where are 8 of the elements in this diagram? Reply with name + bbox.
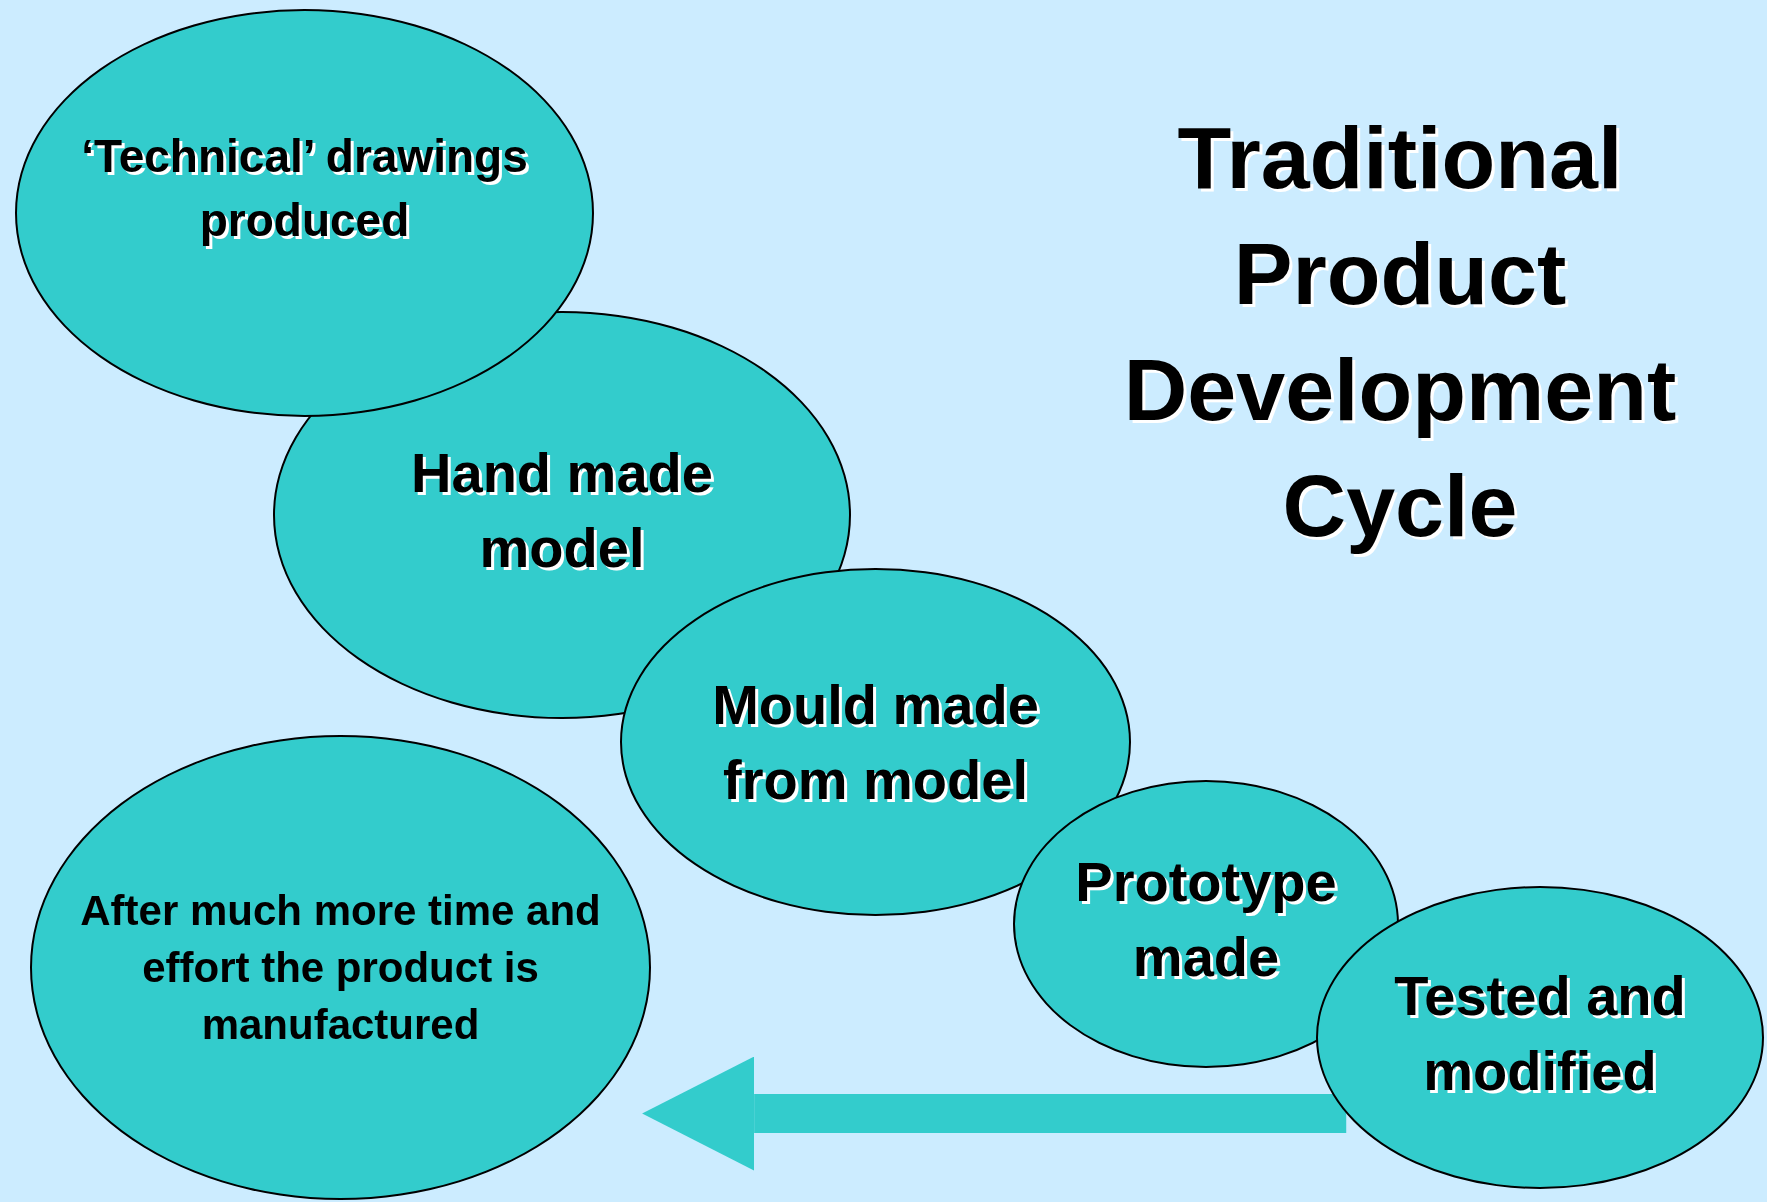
stage-text: ‘Technical’ drawings produced bbox=[80, 129, 529, 248]
arrow bbox=[642, 1056, 1347, 1171]
title: Traditional Product Development Cycle bbox=[1122, 107, 1678, 557]
stage-text: Mould made from model bbox=[711, 672, 1040, 813]
stage-text: Hand made model bbox=[410, 440, 714, 581]
stage-text: After much more time and effort the product is manufactured bbox=[79, 886, 602, 1050]
stage-text: Tested and modified bbox=[1393, 962, 1687, 1104]
stage-text: Prototype made bbox=[1074, 849, 1338, 990]
